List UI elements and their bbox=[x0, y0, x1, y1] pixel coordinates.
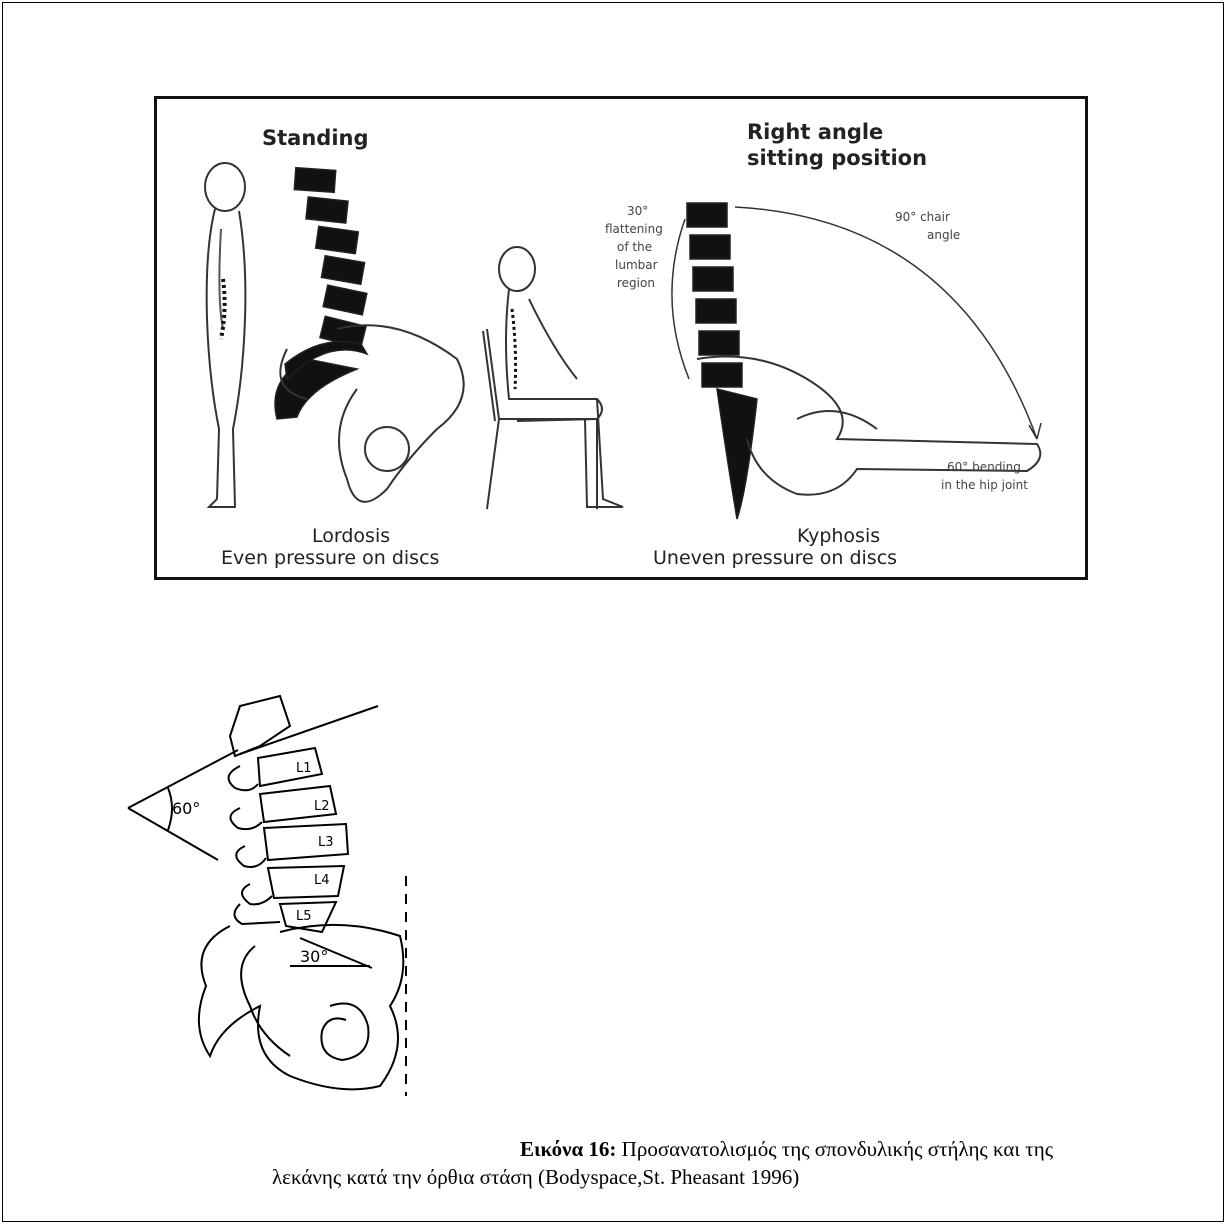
angle-30-label: 30° bbox=[300, 947, 328, 966]
chair-angle-note-0: 90° chair bbox=[895, 210, 950, 224]
posture-figure: Standing Right angle sitting position bbox=[154, 96, 1088, 580]
hip-bend-note-1: in the hip joint bbox=[941, 478, 1028, 492]
lordosis-label: Lordosis bbox=[312, 525, 390, 547]
label-l3: L3 bbox=[318, 835, 334, 850]
standing-heading: Standing bbox=[262, 126, 369, 150]
lumbar-illustration: L1 L2 L3 L4 L5 60° 30° bbox=[110, 676, 430, 1096]
chair-angle-note-1: angle bbox=[927, 228, 960, 242]
label-l1: L1 bbox=[296, 761, 312, 776]
caption-label: Εικόνα 16: bbox=[520, 1137, 616, 1161]
sitting-figure-outline bbox=[499, 247, 623, 507]
chair-angle-arc bbox=[735, 207, 1037, 439]
standing-figure-outline bbox=[205, 163, 245, 507]
kyphosis-sub-label: Uneven pressure on discs bbox=[653, 547, 897, 569]
flattening-note-2: of the bbox=[617, 240, 652, 254]
flattening-note-1: flattening bbox=[605, 222, 663, 236]
flattening-arc bbox=[672, 219, 689, 379]
flattening-note-4: region bbox=[617, 276, 655, 290]
sitting-heading-line2: sitting position bbox=[747, 146, 927, 170]
posture-illustration: Standing Right angle sitting position bbox=[157, 99, 1085, 577]
label-l4: L4 bbox=[314, 873, 330, 888]
caption-line-2: λεκάνης κατά την όρθια στάση (Bodyspace,… bbox=[272, 1165, 799, 1190]
chair-outline bbox=[483, 329, 597, 509]
vertebra-l1 bbox=[258, 748, 322, 786]
lumbar-figure: L1 L2 L3 L4 L5 60° 30° bbox=[110, 676, 430, 1096]
sitting-spine bbox=[687, 203, 757, 519]
vertebra-l3 bbox=[264, 824, 348, 860]
label-l2: L2 bbox=[314, 799, 330, 814]
caption-line-1-text: Προσανατολισμός της σπονδυλικής στήλης κ… bbox=[616, 1137, 1053, 1161]
flattening-note-3: lumbar bbox=[615, 258, 658, 272]
standing-spine bbox=[275, 168, 367, 419]
kyphosis-label: Kyphosis bbox=[797, 525, 880, 547]
vertebra-l4 bbox=[268, 866, 344, 898]
caption-line-1: Εικόνα 16: Προσανατολισμός της σπονδυλικ… bbox=[520, 1137, 1053, 1162]
hip-bend-note-0: 60° bending bbox=[947, 460, 1021, 474]
angle-60-label: 60° bbox=[172, 799, 200, 818]
lordosis-sub-label: Even pressure on discs bbox=[221, 547, 439, 569]
sitting-heading-line1: Right angle bbox=[747, 120, 883, 144]
label-l5: L5 bbox=[296, 909, 312, 924]
flattening-note-0: 30° bbox=[627, 204, 648, 218]
